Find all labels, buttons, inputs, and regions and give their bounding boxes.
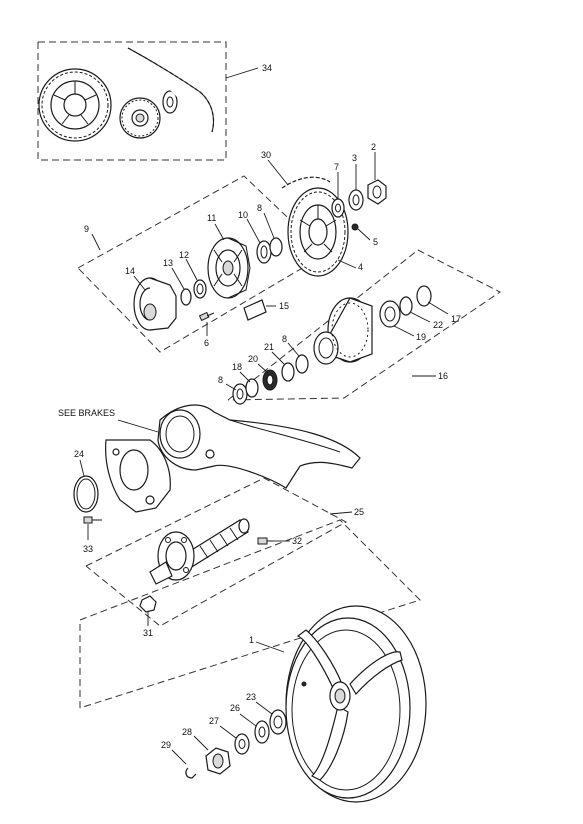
group-34-chain-sprocket-kit: 34 [37, 41, 272, 161]
brake-hanger-plate [105, 439, 171, 513]
part-12-bearing [193, 279, 207, 299]
part-29-split-pin [185, 767, 197, 779]
part-30-chain-segment [281, 176, 331, 189]
callout-13: 13 [163, 258, 173, 268]
part-27-washer [234, 733, 250, 755]
part-15-damper [243, 299, 267, 321]
callout-25: 25 [354, 507, 364, 517]
callout-28: 28 [182, 727, 192, 737]
see-brakes-note: SEE BRAKES [58, 408, 115, 418]
kit-rear-sprocket [38, 68, 112, 142]
callout-19: 19 [416, 332, 426, 342]
callout-15: 15 [279, 301, 289, 311]
callout-1: 1 [249, 635, 254, 645]
part-rear-axle-shaft [149, 518, 250, 585]
group-25-rear-axle: 25 32 31 [85, 477, 364, 638]
callout-11: 11 [207, 213, 216, 223]
part-1-rear-wheel [285, 605, 427, 803]
callout-7: 7 [334, 162, 339, 172]
callout-8-lower: 8 [218, 375, 223, 385]
part-13-seal [180, 288, 192, 306]
callout-4: 4 [358, 262, 363, 272]
callout-24: 24 [74, 449, 84, 459]
callout-34: 34 [262, 63, 272, 73]
part-22-spacer [399, 296, 413, 316]
callout-12: 12 [179, 250, 189, 260]
part-31-nut [139, 595, 157, 613]
part-18-seal [245, 378, 259, 398]
part-5-nut-small [351, 223, 359, 231]
callout-16: 16 [438, 371, 448, 381]
part-7-washer [331, 198, 345, 218]
callout-22: 22 [433, 320, 443, 330]
callout-31: 31 [143, 628, 153, 638]
part-14-cush-drive-hub [133, 277, 177, 331]
callout-3: 3 [352, 153, 357, 163]
callout-33: 33 [83, 544, 93, 554]
callout-2: 2 [371, 142, 376, 152]
part-23-spacer [269, 709, 287, 735]
group-9-hub-assembly: 9 14 13 12 11 10 [77, 175, 327, 353]
part-hub-body [313, 297, 373, 365]
callout-26: 26 [230, 703, 240, 713]
callout-30: 30 [261, 150, 271, 160]
callout-20: 20 [248, 354, 258, 364]
callout-32: 32 [292, 536, 302, 546]
part-10-bearing [256, 240, 272, 264]
callout-14: 14 [125, 266, 135, 276]
rear-sprocket-and-fixings: 30 4 7 3 2 5 [261, 142, 387, 277]
part-8-spacer-mid [295, 354, 309, 374]
callout-23: 23 [246, 692, 256, 702]
callout-29: 29 [161, 740, 171, 750]
swingarm [157, 404, 361, 489]
part-17-seal [416, 285, 432, 307]
part-11-sprocket-carrier [207, 237, 251, 299]
callout-27: 27 [209, 716, 219, 726]
part-8-spacer-lower-left [232, 383, 248, 405]
part-24-circlip [73, 475, 99, 513]
callout-21: 21 [264, 342, 274, 352]
callout-18: 18 [232, 362, 242, 372]
part-2-nut [367, 179, 387, 205]
callout-8-mid: 8 [282, 334, 287, 344]
callout-17: 17 [451, 314, 461, 324]
part-6-bolt [198, 311, 215, 322]
part-33-bolt [83, 516, 102, 524]
group-16-eccentric-hub: 16 19 22 17 8 18 20 21 [218, 249, 501, 405]
callout-6: 6 [204, 338, 209, 348]
callout-8-top: 8 [257, 203, 262, 213]
part-26-washer [254, 720, 270, 744]
callout-5: 5 [373, 237, 378, 247]
callout-10: 10 [238, 210, 248, 220]
callout-9: 9 [84, 224, 89, 234]
part-19-bearing [379, 300, 401, 328]
kit-washer [162, 90, 178, 114]
part-3-spacer [348, 189, 364, 211]
part-32-bolt [257, 537, 274, 545]
kit-front-sprocket [119, 97, 161, 139]
part-21-spacer [281, 362, 295, 382]
part-8-spacer-top [269, 237, 283, 257]
